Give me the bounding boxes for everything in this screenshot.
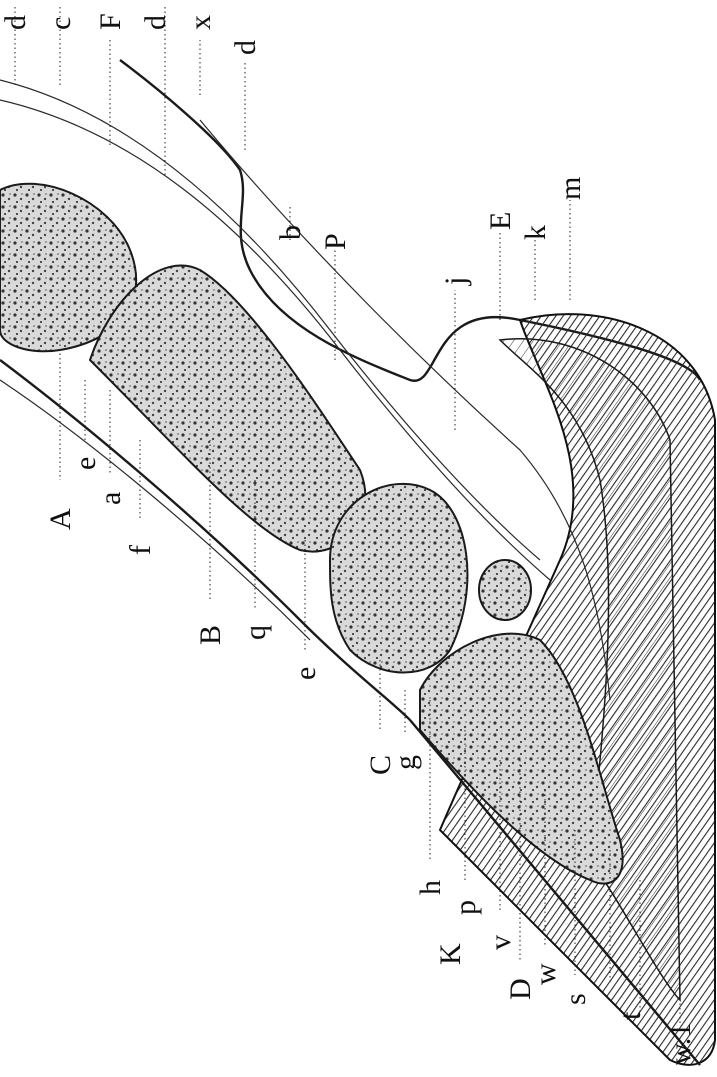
navicular-bone bbox=[479, 560, 531, 620]
label-m: m bbox=[554, 177, 587, 200]
label-t: t bbox=[614, 1011, 647, 1020]
label-c: c bbox=[44, 17, 77, 30]
label-a: a bbox=[94, 492, 127, 505]
label-F: F bbox=[94, 13, 127, 30]
label-j: j bbox=[439, 277, 472, 286]
label-v: v bbox=[484, 935, 517, 950]
label-q: q bbox=[239, 625, 272, 640]
short-pastern bbox=[330, 484, 467, 673]
label-w1: w.1 bbox=[664, 1023, 697, 1065]
label-d-lower: d bbox=[229, 40, 262, 55]
label-p: p bbox=[449, 900, 482, 915]
label-E: E bbox=[484, 212, 517, 230]
label-g: g bbox=[389, 755, 422, 770]
label-e: e bbox=[69, 457, 102, 470]
label-d-mid: d bbox=[139, 15, 172, 30]
long-pastern bbox=[90, 266, 365, 552]
label-h: h bbox=[414, 880, 447, 895]
label-s: s bbox=[559, 993, 592, 1005]
label-d-top: d bbox=[0, 15, 32, 30]
label-P: P bbox=[319, 233, 352, 250]
label-e2: e bbox=[289, 667, 322, 680]
label-k: k bbox=[519, 225, 552, 240]
label-b: b bbox=[274, 225, 307, 240]
label-w: w bbox=[529, 963, 562, 985]
label-x: x bbox=[184, 15, 217, 30]
label-f: f bbox=[124, 545, 157, 555]
label-B: B bbox=[194, 625, 227, 645]
label-K: K bbox=[434, 943, 467, 965]
label-A: A bbox=[44, 508, 77, 530]
